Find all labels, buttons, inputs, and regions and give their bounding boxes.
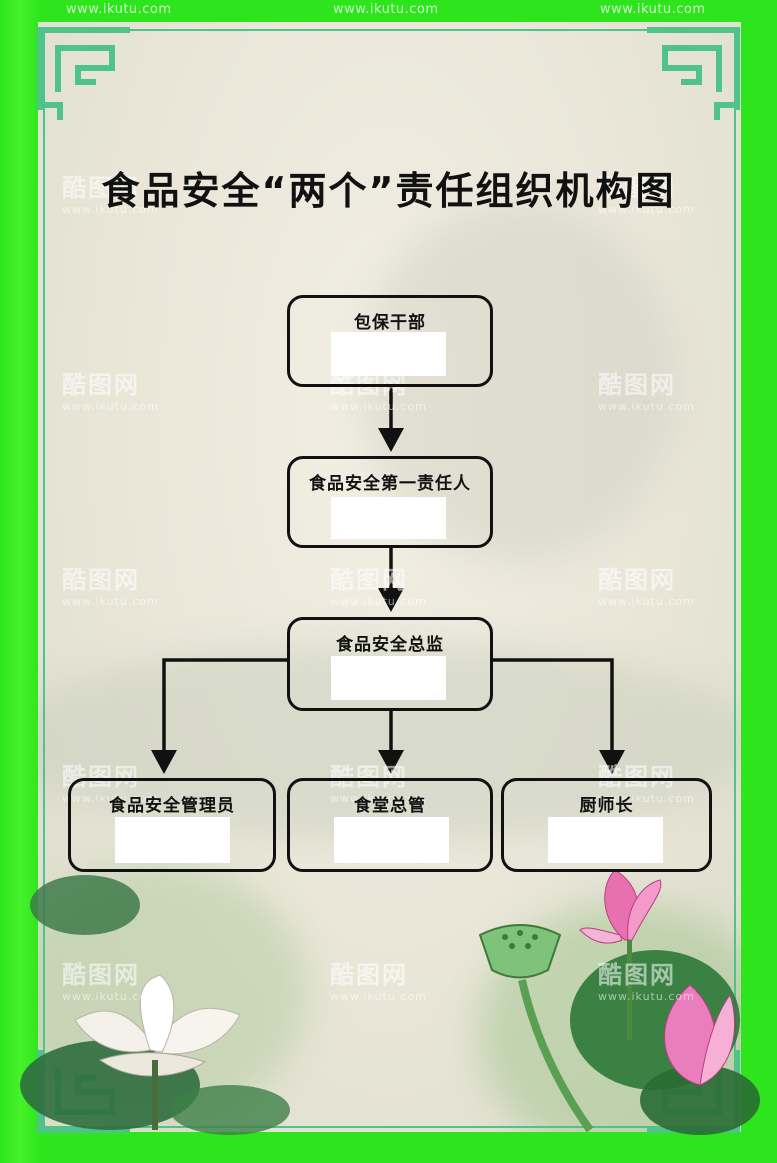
- node-administrator: 食品安全管理员: [68, 778, 276, 872]
- node-director: 食品安全总监: [287, 617, 493, 711]
- connector-arrowheads: [151, 428, 625, 774]
- name-field: [331, 656, 446, 700]
- connector-director-to-admin: [162, 658, 287, 752]
- name-field: [115, 817, 230, 863]
- arrowhead-director: [378, 588, 404, 612]
- white-lotus-icon: [74, 974, 241, 1130]
- watermark-url-center: www.ikutu.com: [333, 2, 439, 17]
- node-label: 食品安全管理员: [109, 796, 235, 816]
- watermark-url-right: www.ikutu.com: [600, 2, 706, 17]
- pink-lotus-icon: [579, 869, 736, 1086]
- corner-ornament-top-right: [647, 27, 740, 120]
- inner-frame-line: [43, 29, 736, 1128]
- arrowhead-first: [378, 428, 404, 452]
- connector-director-to-chef: [493, 658, 614, 752]
- node-canteen-manager: 食堂总管: [287, 778, 493, 872]
- watermark-url-left: www.ikutu.com: [66, 2, 172, 17]
- name-field: [548, 817, 663, 863]
- arrowhead-admin: [151, 750, 177, 774]
- name-field: [334, 817, 449, 863]
- node-label: 食品安全第一责任人: [309, 474, 471, 494]
- node-cadre: 包保干部: [287, 295, 493, 387]
- node-label: 包保干部: [354, 313, 426, 333]
- name-field: [331, 332, 446, 376]
- node-label: 厨师长: [579, 796, 634, 816]
- lotus-seedpod-icon: [478, 924, 594, 1133]
- name-field: [331, 497, 446, 539]
- node-head-chef: 厨师长: [501, 778, 712, 872]
- corner-ornament-top-left: [37, 27, 130, 120]
- arrowhead-chef: [599, 750, 625, 774]
- node-first-responsible: 食品安全第一责任人: [287, 456, 493, 548]
- node-label: 食堂总管: [354, 796, 426, 816]
- node-label: 食品安全总监: [336, 635, 444, 655]
- arrowhead-canteen: [378, 750, 404, 774]
- page-title: 食品安全“两个”责任组织机构图: [101, 169, 676, 213]
- connector-lines: [162, 385, 614, 752]
